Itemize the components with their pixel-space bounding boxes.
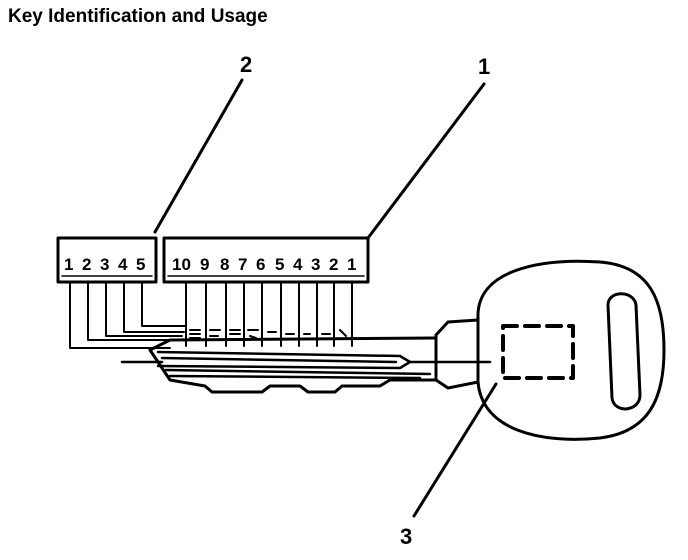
key-head [476,259,666,441]
callout-3: 3 [400,524,412,549]
right-digit: 5 [275,255,284,274]
left-digit: 3 [100,255,109,274]
right-digit: 3 [311,255,320,274]
left-digit: 2 [82,255,91,274]
right-digit: 6 [256,255,265,274]
right-digit: 8 [220,255,229,274]
right-digit: 1 [347,255,356,274]
cut-depth-marks [189,329,347,339]
right-box-leaders [185,281,353,347]
left-box-leaders [69,281,187,349]
right-digit: 4 [293,255,303,274]
page-title: Key Identification and Usage [8,6,268,27]
right-digit: 2 [329,255,338,274]
cut-code-box-right [162,236,370,284]
left-digit: 5 [136,255,145,274]
transponder-chip-box [501,324,575,380]
callout-2: 2 [240,52,252,77]
left-box-digits: 1 2 3 4 5 [64,255,145,274]
right-digit: 10 [172,255,191,274]
key-neck [434,318,480,390]
right-digit: 7 [238,255,247,274]
right-digit: 9 [200,255,209,274]
callout-2-leader [153,78,244,234]
right-box-digits: 10 9 8 7 6 5 4 3 2 1 [172,255,356,274]
callout-1-leader [366,82,486,240]
left-digit: 4 [118,255,128,274]
key-slot [606,292,642,411]
callout-3-leader [412,382,498,518]
left-digit: 1 [64,255,73,274]
callout-1: 1 [478,54,490,79]
key-blade [148,336,438,394]
key-blade-grooves [156,350,432,380]
